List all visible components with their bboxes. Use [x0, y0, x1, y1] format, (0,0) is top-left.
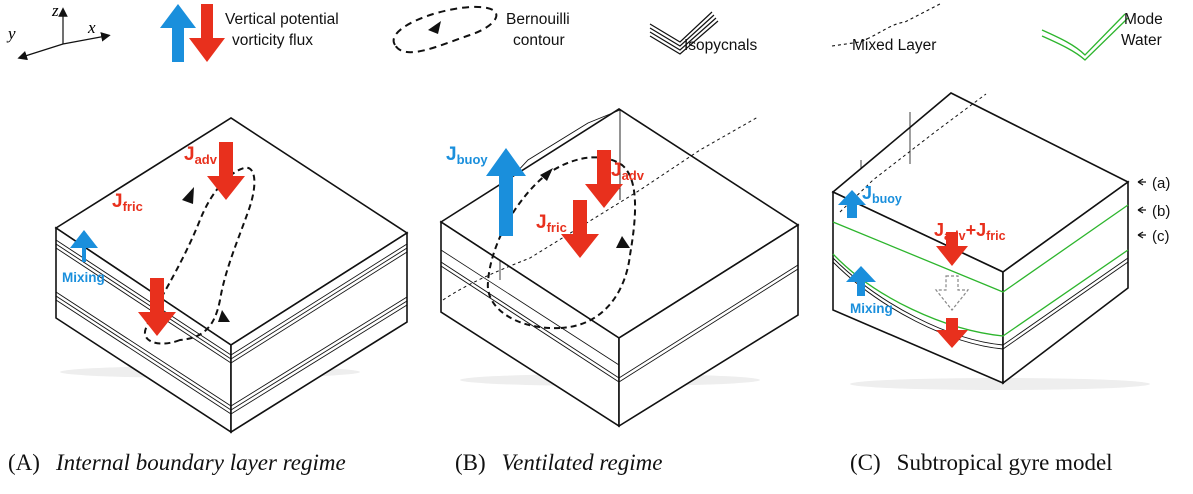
caption-a-tag: (A)	[8, 450, 40, 475]
panel-a-bernoulli-contour	[143, 166, 256, 345]
marker-a-arrow-icon	[1137, 178, 1146, 186]
legend-mode-water-line2: Water	[1121, 32, 1162, 49]
panel-c-layer-a: (a)	[1152, 175, 1170, 192]
mixing-arrow-a	[70, 230, 98, 262]
panel-b-bernoulli-contour	[486, 156, 636, 330]
panel-a-isopycnals	[55, 239, 408, 415]
up-arrow-icon	[160, 4, 196, 62]
panel-b-j-fric: Jfric	[536, 212, 567, 235]
caption-b-text: Ventilated regime	[501, 450, 663, 475]
panel-c-mixing-label: Mixing	[850, 301, 893, 316]
panel-a-mixing-label: Mixing	[62, 270, 105, 285]
j-adv-arrow-b	[585, 150, 623, 208]
panel-c-j-adv-fric: Jadv+Jfric	[934, 220, 1006, 243]
axis-x-label: x	[87, 18, 96, 37]
isopycnals-icon	[649, 11, 719, 55]
caption-c-tag: (C)	[850, 450, 881, 475]
legend-isopycnals-label: Isopycnals	[684, 37, 757, 54]
panel-b-block	[439, 108, 800, 428]
panel-c-mixed-layer	[839, 93, 987, 213]
j-adv-fric-arrow-c	[936, 232, 968, 266]
j-adv-arrow-a	[207, 142, 245, 200]
panel-a-block	[54, 117, 409, 434]
axis-y-label: y	[6, 24, 16, 43]
caption-c-text: Subtropical gyre model	[896, 450, 1113, 475]
caption-a: (A) Internal boundary layer regime	[8, 450, 346, 476]
caption-b: (B) Ventilated regime	[455, 450, 662, 476]
legend-flux-line1: Vertical potential	[225, 11, 339, 28]
j-buoy-arrow-b	[486, 148, 526, 236]
contour-arrowhead-icon	[182, 187, 194, 204]
caption-b-tag: (B)	[455, 450, 486, 475]
down-arrow-icon	[189, 4, 225, 62]
j-buoy-arrow-c	[838, 190, 866, 218]
legend-mode-water-line1: Mode	[1124, 11, 1163, 28]
caption-c: (C) Subtropical gyre model	[850, 450, 1113, 476]
marker-b-arrow-icon	[1137, 206, 1146, 214]
dashed-down-arrow-icon	[934, 275, 970, 311]
panel-a-j-adv: Jadv	[184, 144, 218, 167]
j-adv-fric-arrow-c-lower	[936, 318, 968, 348]
bernoulli-contour-icon	[392, 5, 498, 54]
axis-z-label: z	[51, 1, 59, 20]
panel-c-layer-b: (b)	[1152, 203, 1170, 220]
mode-water-icon	[1041, 13, 1129, 61]
mixing-arrow-c	[846, 266, 876, 296]
panel-b-j-adv: Jadv	[611, 160, 645, 183]
j-fric-arrow-b	[561, 200, 599, 258]
contour-arrowhead-icon	[218, 310, 230, 322]
marker-c-arrow-icon	[1137, 231, 1146, 239]
contour-arrowhead-icon	[616, 236, 630, 248]
mixed-layer-icon	[831, 3, 941, 47]
panel-c-j-buoy: Jbuoy	[862, 183, 902, 206]
panel-c-layer-c: (c)	[1152, 228, 1170, 245]
panel-a-j-fric: Jfric	[112, 191, 143, 214]
caption-a-text: Internal boundary layer regime	[55, 450, 346, 475]
axes-icon: z y x	[6, 1, 111, 61]
legend-bernoulli-line1: Bernouilli	[506, 11, 570, 28]
legend-bernoulli-line2: contour	[513, 32, 565, 49]
panel-c-block	[831, 92, 1150, 390]
panel-b-j-buoy: Jbuoy	[446, 144, 488, 167]
panel-b-mixed-layer	[442, 116, 759, 301]
panel-c-mode-water	[832, 204, 1129, 337]
legend-flux-line2: vorticity flux	[232, 32, 313, 49]
contour-arrowhead-icon	[540, 168, 553, 181]
j-fric-arrow-a	[138, 278, 176, 336]
legend-mixed-layer-label: Mixed Layer	[852, 37, 936, 54]
